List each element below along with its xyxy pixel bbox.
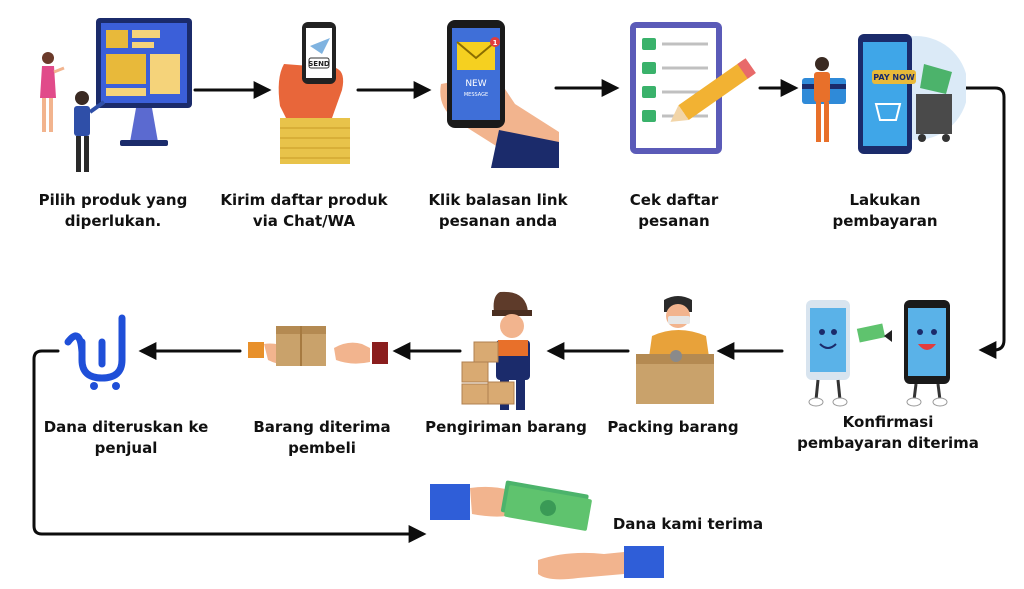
label-line: pembeli <box>288 439 356 457</box>
delivery-courier-icon <box>461 291 532 410</box>
step-label-lakukan-pembayaran: Lakukan pembayaran <box>810 190 960 232</box>
label-line: pembayaran <box>832 212 938 230</box>
phones-transfer-icon <box>806 300 950 407</box>
phone-new-message-icon: 1 NEW MESSAGE <box>440 20 559 168</box>
label-line: Dana diteruskan ke <box>43 418 209 436</box>
step-label-pilih-produk: Pilih produk yang diperlukan. <box>28 190 198 232</box>
phone-send-icon: SEND <box>278 22 350 164</box>
step-label-barang-diterima: Barang diterima pembeli <box>244 417 400 459</box>
pay-now-label: PAY NOW <box>873 73 915 82</box>
cash-handover-icon <box>430 480 664 580</box>
label-line: diperlukan. <box>64 212 162 230</box>
label-line: Barang diterima <box>253 418 391 436</box>
brand-logo-icon <box>64 314 126 390</box>
label-line: Klik balasan link <box>428 191 568 209</box>
pay-now-phone-icon: PAY NOW <box>802 34 966 154</box>
step-label-kirim-daftar: Kirim daftar produk via Chat/WA <box>214 190 394 232</box>
step-label-pengiriman-barang: Pengiriman barang <box>420 417 592 438</box>
arrow-5-to-confirm <box>963 86 1006 359</box>
label-line: pesanan anda <box>438 212 558 230</box>
label-line: via Chat/WA <box>252 212 356 230</box>
step-label-dana-diteruskan: Dana diteruskan ke penjual <box>30 417 222 459</box>
label-line: Pilih produk yang <box>38 191 188 209</box>
parcel-handover-icon <box>248 326 388 366</box>
step-label-packing-barang: Packing barang <box>600 417 746 438</box>
label-line: pesanan <box>638 212 710 230</box>
message-label: MESSAGE <box>464 92 488 98</box>
badge-count: 1 <box>493 39 498 47</box>
step-label-dana-kami-terima: Dana kami terima <box>608 514 768 535</box>
checklist-pencil-icon <box>630 22 756 154</box>
label-line: Konfirmasi <box>842 413 934 431</box>
packing-worker-icon <box>636 296 714 404</box>
label-line: pembayaran diterima <box>797 434 979 452</box>
label-line: Packing barang <box>607 418 739 436</box>
label-line: Pengiriman barang <box>425 418 587 436</box>
svg-text:SEND: SEND <box>308 60 330 68</box>
label-line: Kirim daftar produk <box>220 191 388 209</box>
arrow-seller-to-cash <box>32 349 427 543</box>
monitor-shopping-icon <box>40 18 192 172</box>
label-line: Dana kami terima <box>612 515 764 533</box>
new-label: NEW <box>465 79 486 89</box>
label-line: Cek daftar <box>629 191 719 209</box>
label-line: Lakukan <box>849 191 921 209</box>
step-label-cek-daftar: Cek daftar pesanan <box>604 190 744 232</box>
step-label-konfirmasi: Konfirmasi pembayaran diterima <box>792 412 984 454</box>
label-line: penjual <box>94 439 158 457</box>
step-label-klik-balasan: Klik balasan link pesanan anda <box>418 190 578 232</box>
